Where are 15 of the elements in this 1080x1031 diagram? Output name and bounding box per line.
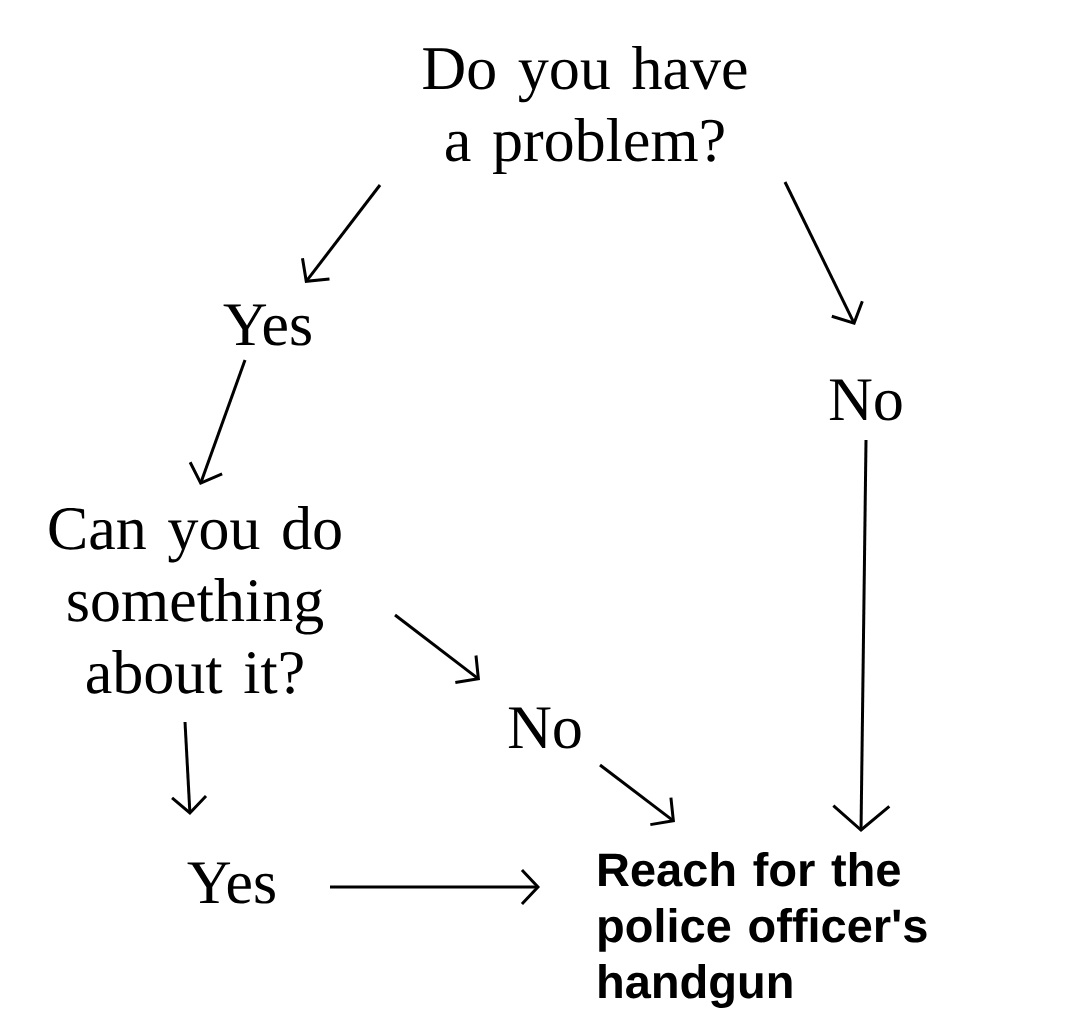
answer-text: Yes (187, 862, 275, 904)
question-text: Do you have a problem? (423, 45, 747, 175)
arrow (188, 359, 247, 485)
arrow (330, 868, 540, 906)
arrow (394, 613, 480, 684)
arrow (301, 184, 382, 283)
answer-text: No (829, 379, 902, 421)
arrow (599, 763, 675, 827)
arrow (832, 440, 891, 832)
arrow (783, 181, 864, 325)
action-text: Reach for the police officer's handgun (599, 852, 927, 1008)
answer-text: Yes (223, 304, 311, 346)
answer-text: No (508, 707, 581, 749)
arrow (171, 721, 208, 815)
question-text: Can you do something about it? (49, 506, 341, 694)
